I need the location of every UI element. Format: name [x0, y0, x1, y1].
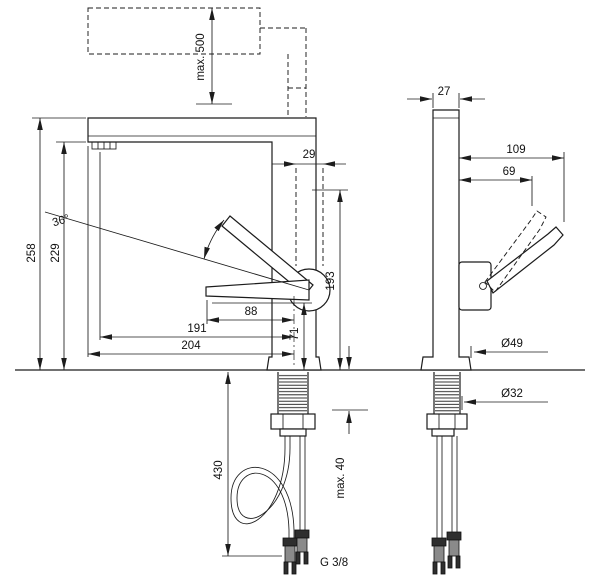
dim-label-handle-height: 71 — [289, 328, 301, 341]
hoses-front — [230, 436, 310, 575]
dim-label-max-pullout: max. 500 — [195, 33, 207, 80]
dim-label-counter-thickness: max. 40 — [335, 458, 347, 499]
dim-max-pullout: max. 500 — [195, 8, 232, 105]
dim-label-spout-reach: 204 — [181, 340, 201, 352]
dim-counter-thickness: max. 40 — [332, 346, 368, 498]
dim-label-handle-projection: 69 — [503, 166, 516, 178]
dim-label-swivel-angle: 36° — [51, 213, 71, 230]
hoses-side — [431, 436, 462, 575]
dimensions-front: max. 500 258 229 36° 29 193 — [26, 8, 368, 569]
dim-label-connection-thread: G 3/8 — [320, 557, 348, 569]
dim-total-height: 258 — [26, 117, 86, 370]
dim-label-handle-reach: 88 — [245, 306, 258, 318]
dim-hose-length: 430 — [213, 372, 282, 557]
dim-swivel-angle: 36° — [44, 211, 310, 291]
shank-front — [270, 372, 316, 437]
dim-outlet-height: 193 — [312, 189, 348, 370]
dim-base-diameter: Ø49 — [470, 338, 548, 358]
dim-handle-projection: 69 — [459, 166, 533, 206]
dim-label-body-depth: 27 — [438, 86, 451, 98]
hose-connector-1 — [282, 537, 298, 575]
dim-handle-projection-max: 109 — [459, 144, 565, 222]
dim-handle-width: 29 — [272, 149, 346, 266]
shank-side — [426, 372, 468, 437]
handle-lever-side-raised-dashed — [484, 210, 547, 293]
dim-body-depth: 27 — [407, 86, 485, 108]
faucet-body-side — [420, 109, 472, 371]
hose-connector-3 — [431, 537, 447, 575]
dim-handle-reach: 88 — [206, 300, 294, 324]
dim-spout-height: 229 — [50, 141, 86, 370]
dim-label-base-diameter: Ø49 — [501, 338, 523, 350]
mounting-nut — [270, 413, 316, 430]
front-view — [87, 7, 331, 575]
side-view — [420, 109, 564, 575]
handle-lever-down — [205, 279, 310, 301]
dim-label-shank-diameter: Ø32 — [501, 388, 523, 400]
dim-label-hose-length: 430 — [213, 460, 225, 479]
dim-label-reach-inner: 191 — [187, 323, 206, 335]
dim-connection-thread: G 3/8 — [320, 557, 348, 569]
dim-spout-reach: 204 — [87, 146, 295, 366]
dimensions-side: 27 109 69 Ø49 Ø32 — [407, 86, 565, 410]
dim-label-spout-height: 229 — [50, 243, 62, 262]
handle-side — [458, 210, 564, 311]
handle-front — [205, 215, 331, 312]
mounting-nut-side — [426, 413, 468, 430]
dim-reach-inner: 191 — [99, 152, 294, 340]
hose-connector-4 — [446, 531, 462, 569]
dim-label-handle-projection-max: 109 — [506, 144, 525, 156]
pullout-spray-dashed — [87, 7, 307, 117]
dim-label-outlet-height: 193 — [325, 271, 337, 290]
dim-label-handle-width: 29 — [303, 149, 316, 161]
handle-lever-side — [486, 226, 564, 294]
dim-shank-diameter: Ø32 — [461, 388, 548, 410]
hose-connector-2 — [294, 529, 310, 565]
dim-label-total-height: 258 — [26, 243, 38, 262]
